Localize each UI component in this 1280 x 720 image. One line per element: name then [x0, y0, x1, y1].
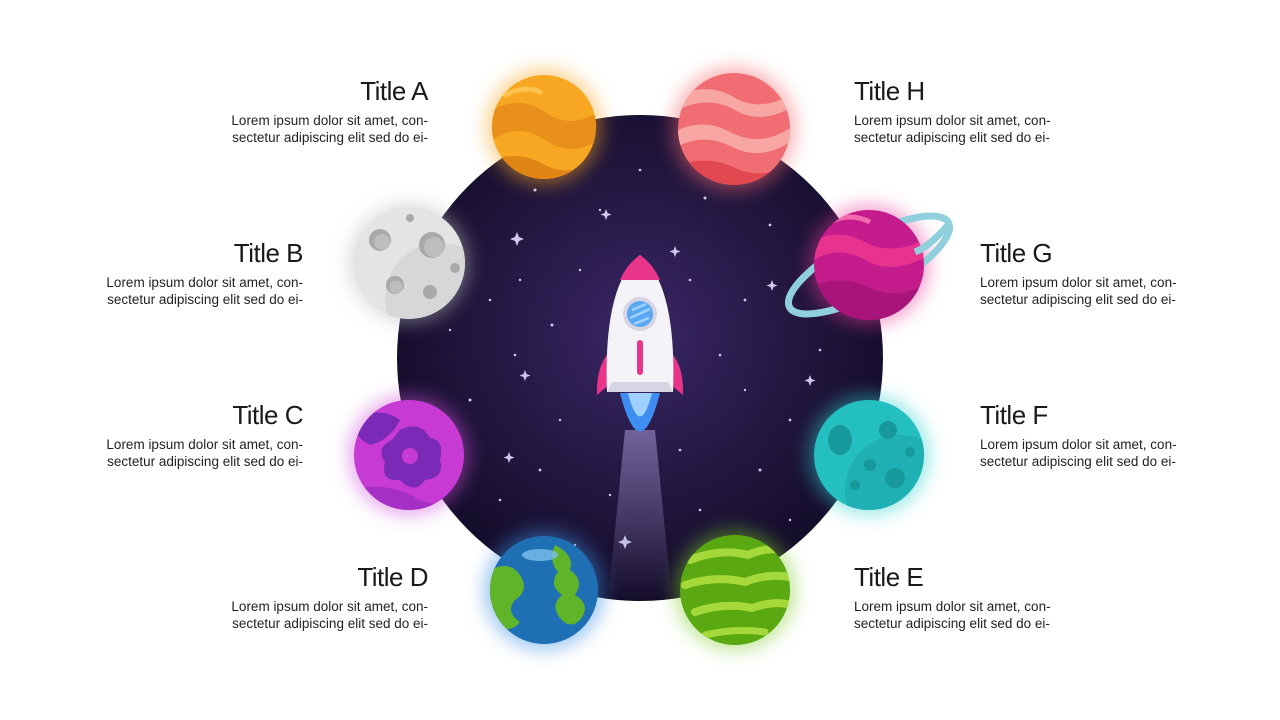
- item-a-text: Lorem ipsum dolor sit amet, con- sectetu…: [231, 113, 428, 145]
- item-f: Title F Lorem ipsum dolor sit amet, con-…: [980, 400, 1220, 470]
- item-e-text: Lorem ipsum dolor sit amet, con- sectetu…: [854, 599, 1051, 631]
- item-h-text: Lorem ipsum dolor sit amet, con- sectetu…: [854, 113, 1051, 145]
- item-b-text: Lorem ipsum dolor sit amet, con- sectetu…: [106, 275, 303, 307]
- earth-planet-icon: [490, 536, 598, 644]
- item-g-title: Title G: [980, 238, 1053, 268]
- teal-planet-icon: [814, 400, 924, 510]
- item-b: Title B Lorem ipsum dolor sit amet, con-…: [63, 238, 303, 308]
- item-c-title: Title C: [232, 400, 303, 430]
- item-d-title: Title D: [357, 562, 428, 592]
- item-g: Title G Lorem ipsum dolor sit amet, con-…: [980, 238, 1220, 308]
- moon-icon: [353, 207, 465, 319]
- item-b-title: Title B: [233, 238, 304, 268]
- item-h: Title H Lorem ipsum dolor sit amet, con-…: [854, 76, 1094, 146]
- item-g-text: Lorem ipsum dolor sit amet, con- sectetu…: [980, 275, 1177, 307]
- rocket-icon: [596, 255, 684, 600]
- item-a: Title A Lorem ipsum dolor sit amet, con-…: [188, 76, 428, 146]
- item-e-title: Title E: [854, 562, 924, 592]
- item-f-title: Title F: [980, 400, 1048, 430]
- item-h-title: Title H: [854, 76, 925, 106]
- item-e: Title E Lorem ipsum dolor sit amet, con-…: [854, 562, 1094, 632]
- item-f-text: Lorem ipsum dolor sit amet, con- sectetu…: [980, 437, 1177, 469]
- item-c: Title C Lorem ipsum dolor sit amet, con-…: [63, 400, 303, 470]
- item-c-text: Lorem ipsum dolor sit amet, con- sectetu…: [106, 437, 303, 469]
- item-d: Title D Lorem ipsum dolor sit amet, con-…: [188, 562, 428, 632]
- stars: [448, 168, 822, 549]
- item-a-title: Title A: [360, 76, 428, 106]
- item-d-text: Lorem ipsum dolor sit amet, con- sectetu…: [231, 599, 428, 631]
- green-planet-icon: [680, 535, 790, 645]
